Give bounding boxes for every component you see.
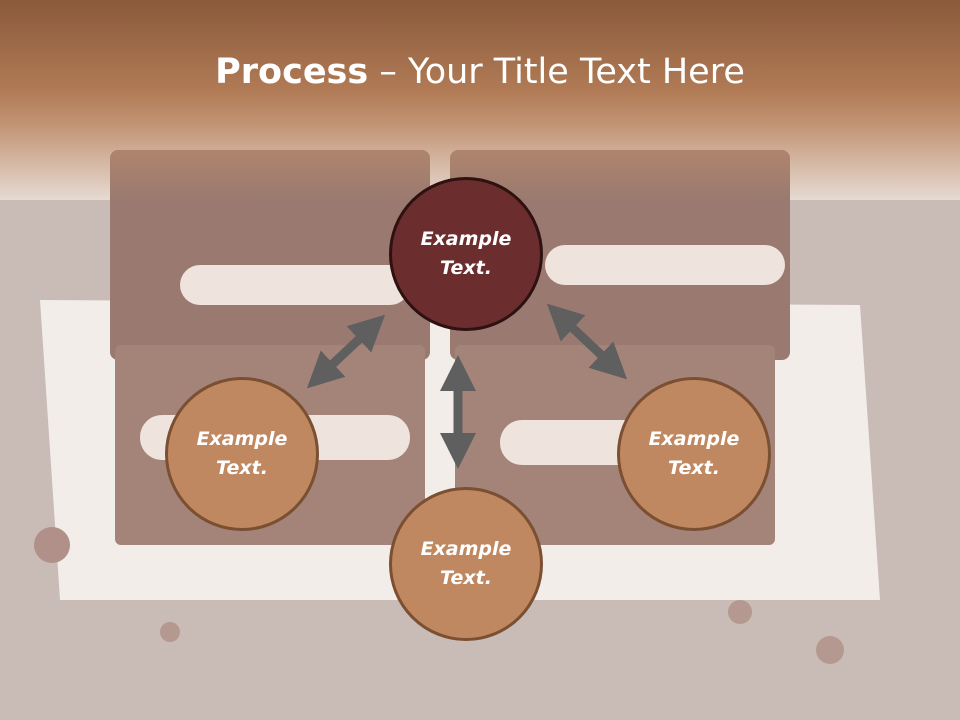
title-rest: – Your Title Text Here <box>368 52 745 92</box>
process-circle-bottom: Example Text. <box>389 487 543 641</box>
process-circle-top: Example Text. <box>389 177 543 331</box>
circle-left-text: Example Text. <box>196 428 288 479</box>
circle-top-text: Example Text. <box>420 228 512 279</box>
slide-title: Process – Your Title Text Here <box>0 52 960 92</box>
circle-right-text: Example Text. <box>648 428 740 479</box>
header-band <box>0 0 960 200</box>
process-circle-right: Example Text. <box>617 377 771 531</box>
title-bold: Process <box>215 52 369 92</box>
circle-bottom-text: Example Text. <box>420 538 512 589</box>
process-circle-left: Example Text. <box>165 377 319 531</box>
